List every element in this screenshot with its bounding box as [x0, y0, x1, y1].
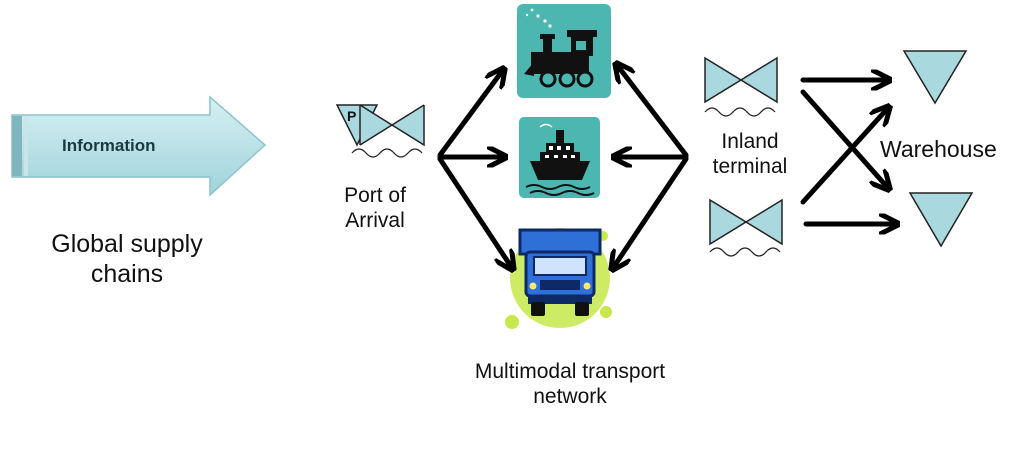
- arrow-inland-to-truck: [613, 156, 689, 268]
- warehouse-icon-top: [902, 50, 968, 105]
- truck-icon: [505, 228, 612, 329]
- arrow-terminal-bottom-to-warehouse-top: [800, 108, 888, 205]
- arrow-terminal-top-to-warehouse-bottom: [800, 89, 888, 188]
- arrow-inland-to-train: [617, 65, 689, 158]
- arrow-port-to-train: [437, 70, 503, 158]
- arrow-port-to-truck: [437, 156, 512, 268]
- flow-arrows: [437, 65, 896, 268]
- information-arrow: [11, 95, 267, 197]
- warehouse-label: Warehouse: [880, 136, 997, 162]
- port-of-arrival-label: Port of Arrival: [344, 184, 406, 232]
- port-of-arrival-icon: P: [335, 104, 425, 158]
- multimodal-transport-network-label: Multimodal transport network: [474, 360, 666, 408]
- global-supply-chains-label: Global supply chains: [51, 230, 203, 288]
- ship-icon: [519, 117, 600, 198]
- train-icon: [517, 4, 611, 98]
- warehouse-icon-bottom: [908, 192, 974, 248]
- information-label: Information: [62, 136, 156, 155]
- port-symbol-letter: P: [347, 108, 356, 124]
- inland-terminal-icon-bottom: [709, 198, 783, 257]
- inland-terminal-label: Inland terminal: [712, 130, 788, 178]
- inland-terminal-icon-top: [704, 56, 778, 117]
